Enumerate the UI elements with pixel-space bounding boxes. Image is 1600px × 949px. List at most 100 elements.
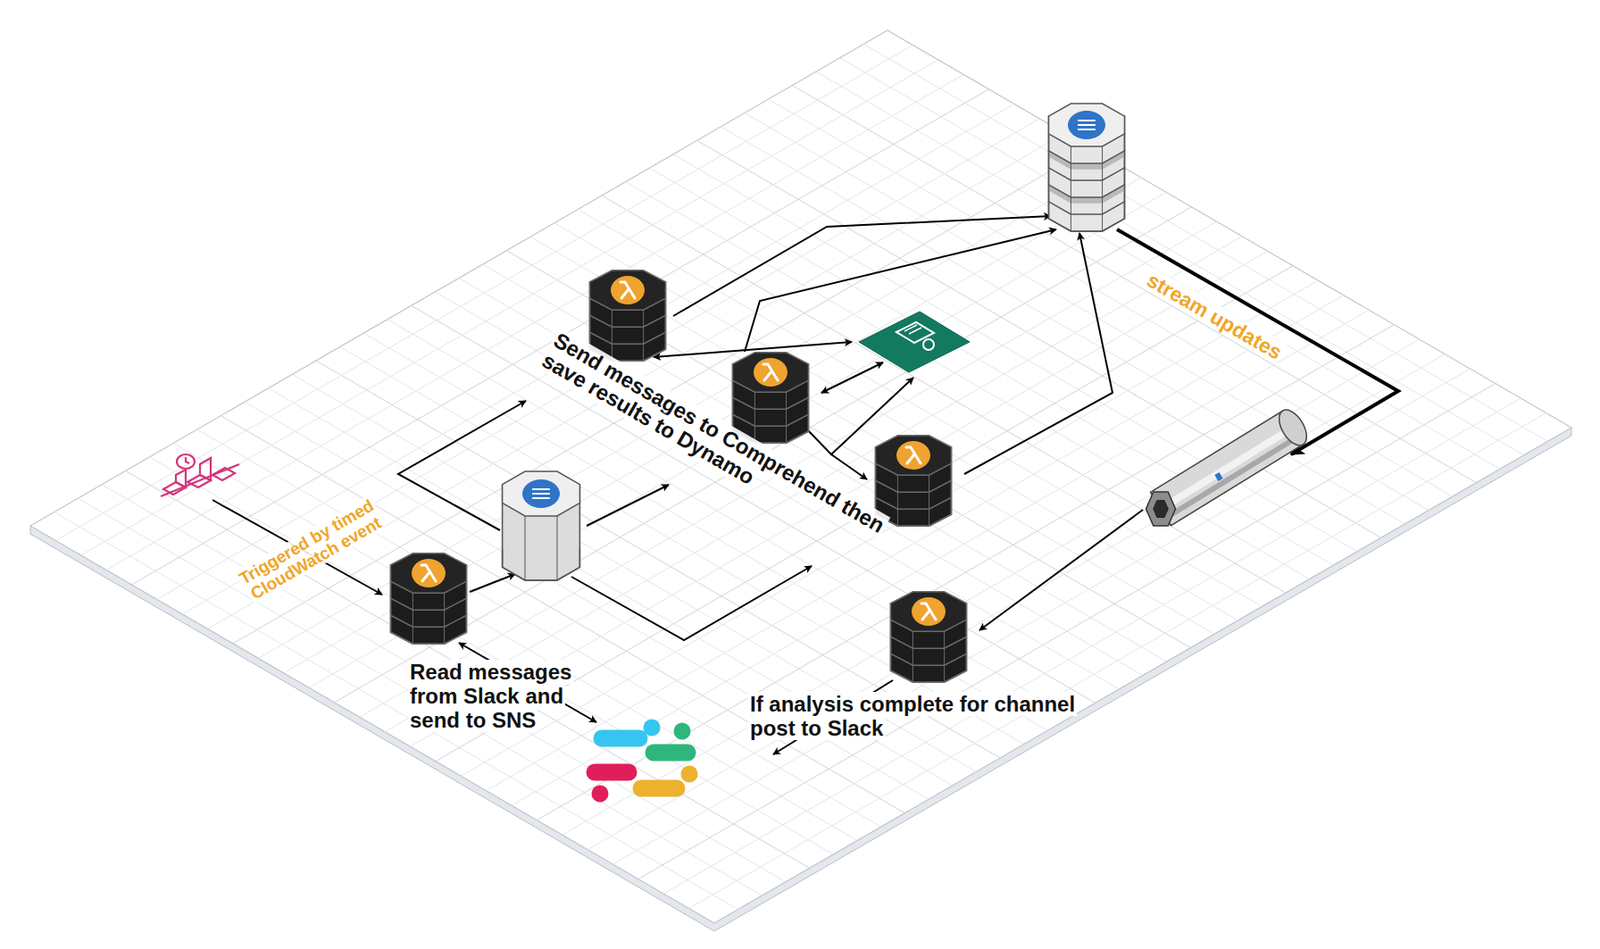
slack-bar (641, 780, 677, 798)
grid-line (283, 177, 1142, 674)
prism-edge (950, 463, 952, 515)
prism-top (891, 591, 967, 632)
prism-edge (1101, 146, 1103, 232)
grid-line (486, 295, 1344, 792)
publish-arrow (469, 574, 516, 592)
prism-edge (928, 475, 930, 526)
grid-line (197, 429, 882, 827)
caption-node: Read messages from Slack and send to SNS (408, 660, 600, 734)
caption-node: If analysis complete for channel post to… (748, 692, 1079, 742)
service-badge (1067, 110, 1106, 140)
grid-line (149, 457, 834, 855)
dynamodb-icon (1049, 103, 1125, 232)
grid-line (530, 236, 1215, 634)
kinesis-stream-icon (1146, 405, 1313, 526)
lambda-glyph (921, 603, 936, 620)
grid-line (768, 99, 1453, 497)
grid-line (308, 191, 1167, 688)
grid-line (744, 113, 1429, 511)
prism-edge (943, 631, 945, 683)
prism-edge (785, 391, 787, 443)
wires (212, 216, 1399, 755)
prism-top (1049, 103, 1125, 147)
prism-edge (912, 631, 914, 683)
grid-line (233, 148, 1091, 644)
grid-line (101, 484, 786, 883)
prism-edge (665, 298, 667, 350)
prism-ring (891, 637, 967, 666)
comprehend-arrow (821, 362, 884, 393)
lambda-glyph (620, 282, 635, 299)
prism-edge (611, 309, 613, 361)
lambda-icon (590, 270, 667, 361)
lambda-badge (753, 358, 788, 387)
dynamo-arrow (673, 216, 1051, 317)
doc-line (908, 327, 922, 334)
grid-line (359, 221, 1217, 717)
grid-line (77, 498, 762, 896)
prism-edge (754, 391, 756, 443)
prism-edge (890, 619, 892, 671)
stream-mark (1214, 472, 1223, 482)
bar (175, 469, 186, 488)
prism-edge (1048, 133, 1050, 219)
invoke-arrow (831, 454, 867, 480)
lambda-badge (896, 441, 931, 470)
prism-edge (525, 516, 526, 581)
prism-top (733, 352, 809, 392)
prism-edge (966, 619, 967, 671)
stream-hole (1153, 500, 1169, 518)
lambda-glyph (421, 565, 436, 582)
prism-edge (1070, 146, 1072, 232)
lambda-glyph (763, 364, 778, 381)
cloudwatch-icon (160, 454, 240, 497)
grid-line (511, 309, 1369, 806)
badge-stripe (1078, 124, 1095, 126)
prism-edge (443, 592, 445, 644)
grid-line (460, 280, 1318, 776)
stream-end (1273, 405, 1312, 450)
caption-text: If analysis complete for channel post to… (748, 692, 1079, 742)
grid-line (125, 470, 810, 868)
grid-line (411, 305, 1096, 703)
slack-logo (594, 727, 690, 794)
grid-line (81, 59, 939, 556)
prism-edge (875, 463, 876, 515)
grid-line (54, 512, 739, 910)
prism-ring (391, 616, 467, 644)
prism-edge (1124, 133, 1125, 219)
prism-ring (391, 599, 467, 627)
grid-line (601, 195, 1286, 593)
prism-ring (733, 398, 809, 426)
trigger-arrow (979, 509, 1143, 631)
comprehend-tile (858, 311, 970, 373)
prism-ring (1049, 200, 1125, 232)
grid-line (536, 325, 1394, 821)
axis (160, 464, 240, 497)
grid-line (434, 291, 1119, 690)
badge-stripe (1078, 128, 1095, 131)
grid-line (173, 443, 858, 842)
service-icons (160, 103, 1313, 794)
lambda-icon (891, 591, 967, 683)
prism-edge (589, 298, 591, 350)
grid-line (157, 103, 1015, 600)
dynamo-arrow (964, 233, 1113, 475)
prism-ring (1049, 183, 1125, 215)
slack-bar (653, 744, 688, 762)
lambda-icon (733, 352, 809, 443)
prism-edge (556, 516, 558, 581)
prism-edge (466, 581, 467, 633)
grid-line (208, 133, 1066, 629)
grid-line (506, 250, 1191, 649)
grid-line (384, 236, 1242, 733)
badge-stripe (1078, 119, 1095, 122)
grid-line (673, 154, 1358, 552)
grid-line (625, 182, 1310, 580)
grid-line (483, 264, 1167, 662)
prism-top (875, 435, 952, 475)
grid-line (182, 118, 1040, 615)
bulb (923, 339, 934, 350)
grid-line (816, 71, 1500, 469)
